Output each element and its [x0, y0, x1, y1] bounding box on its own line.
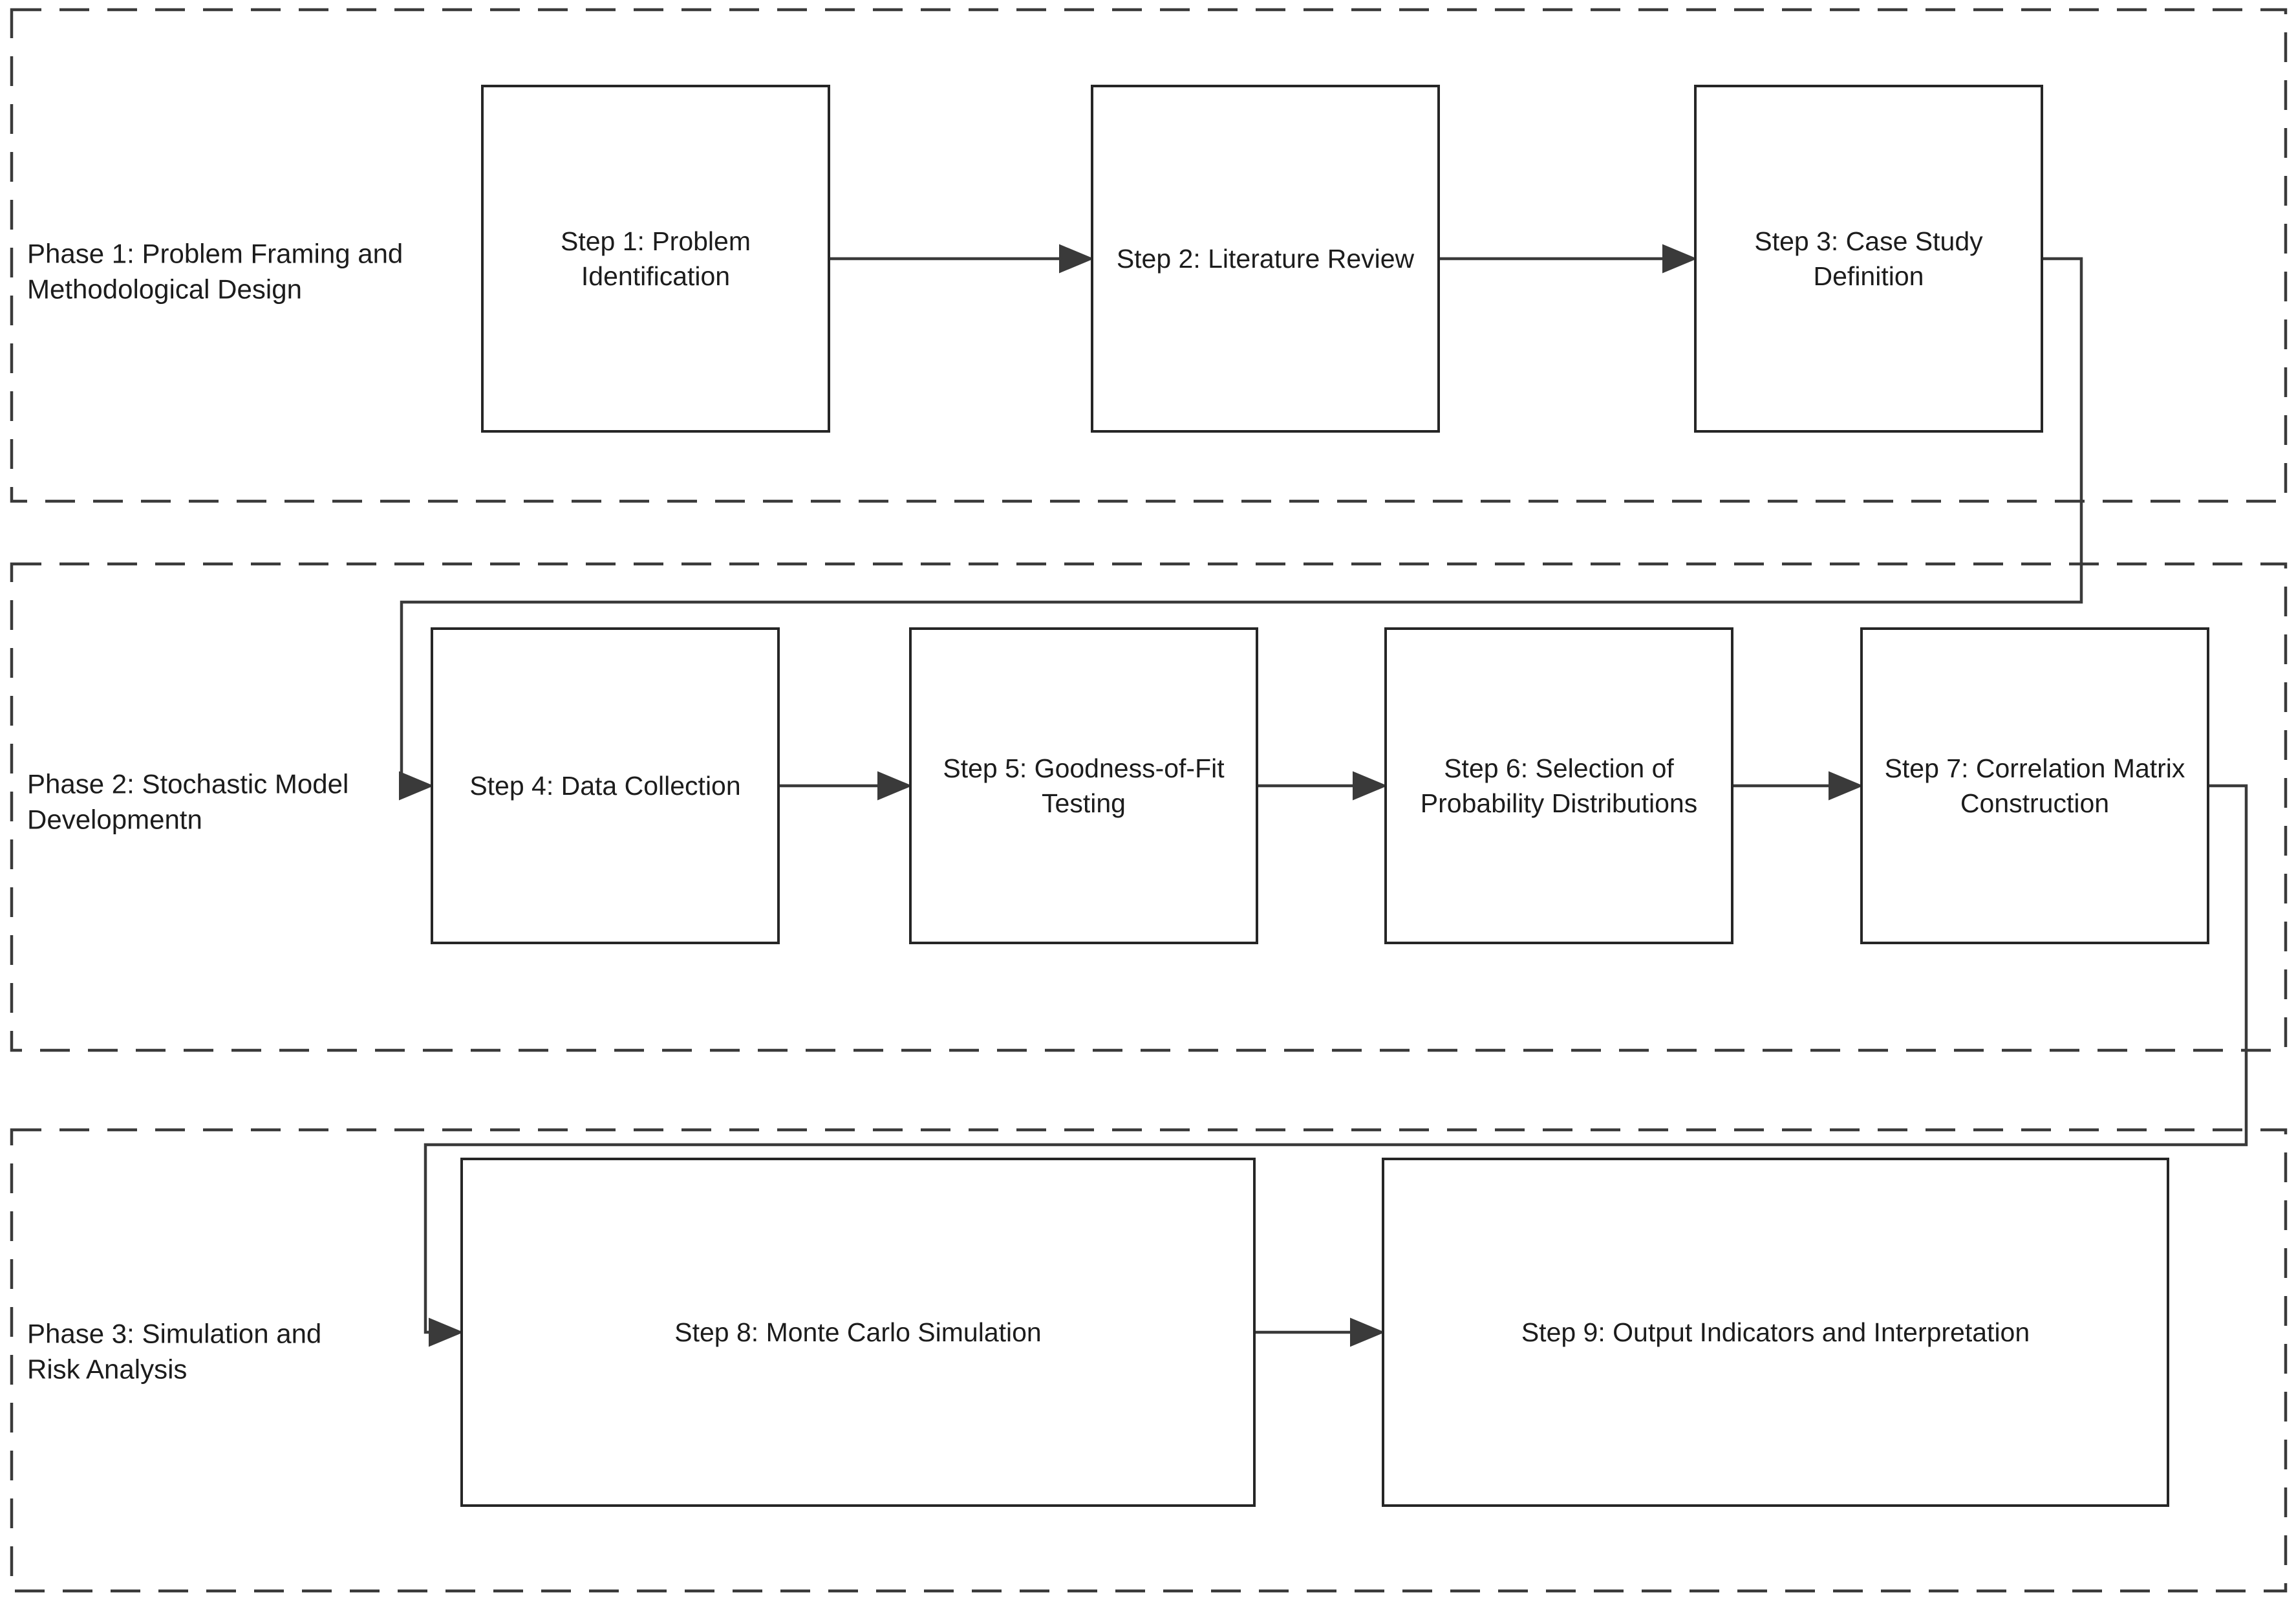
- connector-step3-to-step4: [399, 257, 2083, 801]
- connector-step7-to-step8: [424, 784, 2248, 1347]
- phase-3-label: Phase 3: Simulation and Risk Analysis: [27, 1318, 322, 1385]
- step-4-box: Step 4: Data Collection: [431, 627, 780, 944]
- step-1-box: Step 1: Problem Identification: [481, 85, 830, 433]
- phase-2-boundary: [10, 562, 2288, 1052]
- step-6-box: Step 6: Selection of Probability Distrib…: [1384, 627, 1733, 944]
- step-8-box: Step 8: Monte Carlo Simulation: [460, 1158, 1256, 1507]
- step-5-box: Step 5: Goodness-of-Fit Testing: [909, 627, 1258, 944]
- step-9-box: Step 9: Output Indicators and Interpreta…: [1382, 1158, 2169, 1507]
- step-7-box: Step 7: Correlation Matrix Construction: [1860, 627, 2209, 944]
- step-2-box: Step 2: Literature Review: [1091, 85, 1440, 433]
- phase-1-label: Phase 1: Problem Framing and Methodologi…: [27, 238, 403, 305]
- phase-2-label: Phase 2: Stochastic Model Developmentn: [27, 768, 349, 835]
- step-3-box: Step 3: Case Study Definition: [1694, 85, 2043, 433]
- phase-3-boundary: [10, 1128, 2288, 1593]
- phase-1-boundary: [10, 8, 2288, 503]
